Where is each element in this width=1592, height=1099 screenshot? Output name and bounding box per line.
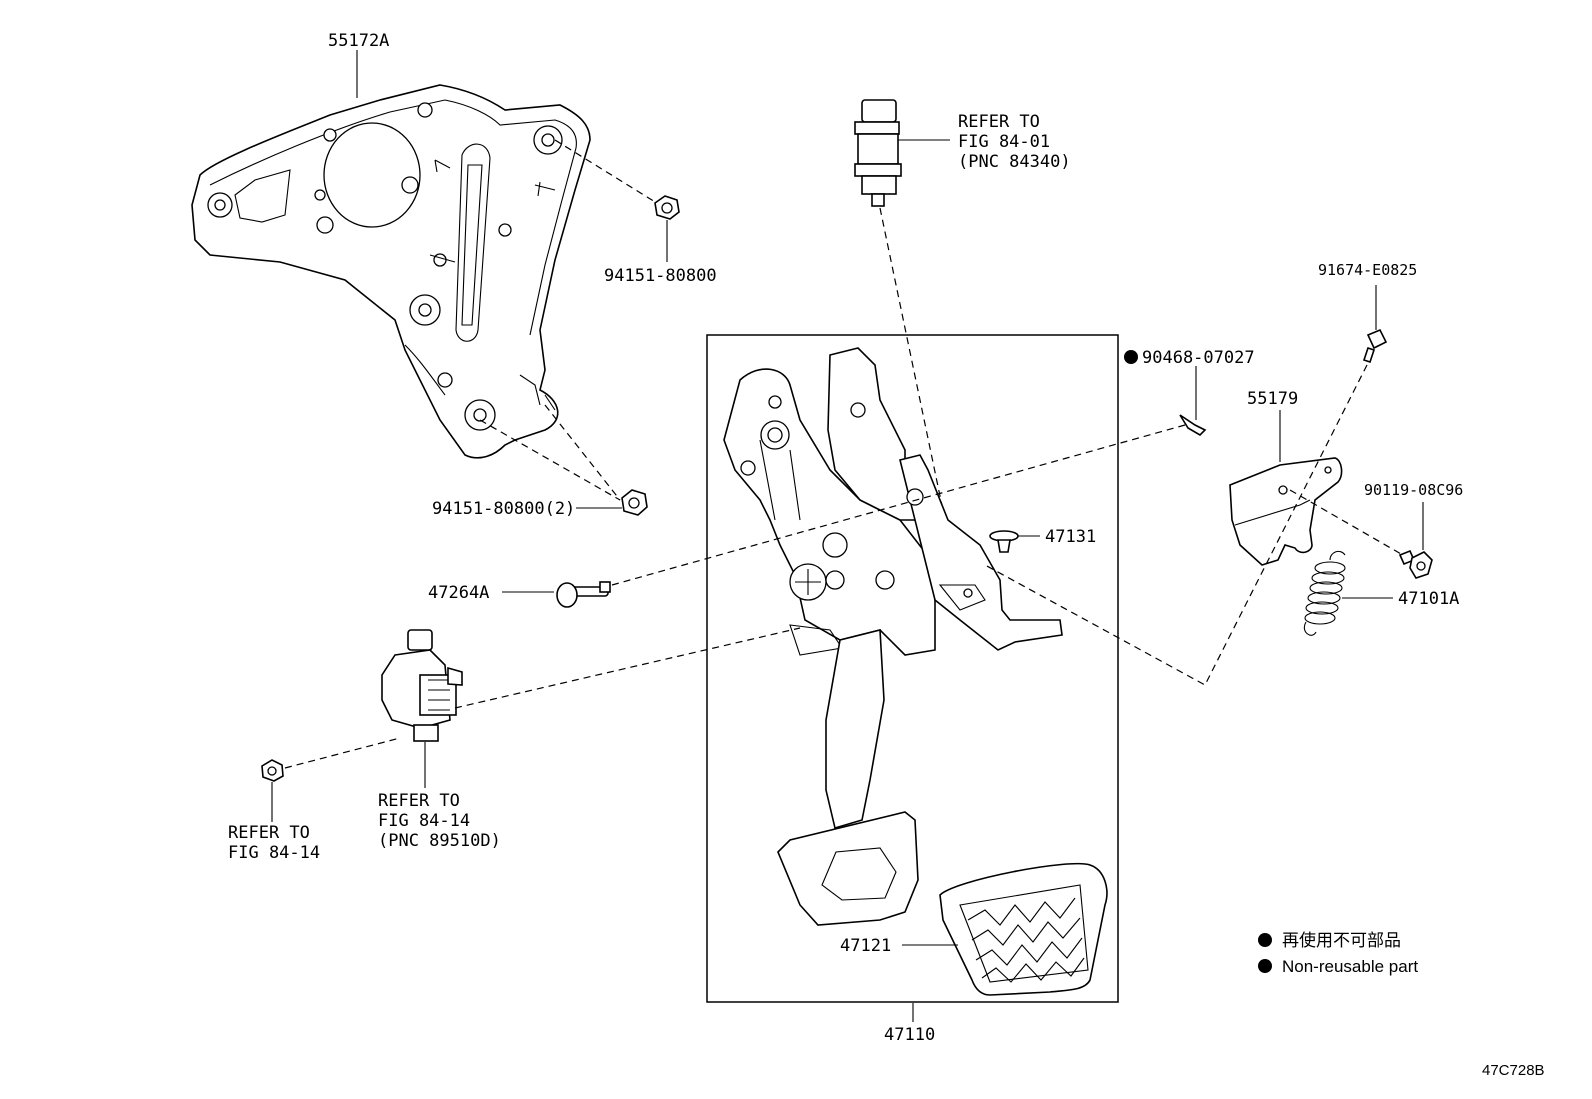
label-90119: 90119-08C96 xyxy=(1364,481,1463,499)
clip-47131 xyxy=(989,530,1040,553)
figure-code: 47C728B xyxy=(1482,1062,1545,1079)
legend-bullet xyxy=(1258,959,1272,973)
svg-text:FIG 84-01: FIG 84-01 xyxy=(958,132,1050,152)
spring-47101a xyxy=(1303,550,1393,636)
nut-94151-lower xyxy=(479,404,648,516)
label-47131: 47131 xyxy=(1045,527,1096,547)
label-55179: 55179 xyxy=(1247,389,1298,409)
label-47110: 47110 xyxy=(884,1025,935,1045)
bolt-91674 xyxy=(984,285,1388,686)
svg-text:REFER TO: REFER TO xyxy=(378,791,460,811)
label-94151-upper: 94151-80800 xyxy=(604,266,717,286)
label-94151-lower: 94151-80800(2) xyxy=(432,499,575,519)
label-47101a: 47101A xyxy=(1398,589,1459,609)
pin-47264a xyxy=(502,424,1186,608)
label-47121: 47121 xyxy=(840,936,891,956)
legend: 再使用不可部品 Non-reusable part xyxy=(1258,930,1418,976)
clip-90468 xyxy=(1124,350,1207,437)
pedal-sensor xyxy=(381,627,801,788)
bolt-90119 xyxy=(1289,489,1433,579)
label-47264a: 47264A xyxy=(428,583,489,603)
svg-text:FIG 84-14: FIG 84-14 xyxy=(378,811,470,831)
legend-english: Non-reusable part xyxy=(1282,957,1418,976)
label-55172a: 55172A xyxy=(328,31,389,51)
legend-bullet xyxy=(1258,933,1272,947)
legend-japanese: 再使用不可部品 xyxy=(1282,930,1401,950)
svg-text:(PNC 89510D): (PNC 89510D) xyxy=(378,831,501,851)
svg-text:REFER TO: REFER TO xyxy=(228,823,310,843)
nut-sensor xyxy=(261,737,401,822)
stop-lamp-switch xyxy=(854,99,950,521)
ref-nut: REFER TO FIG 84-14 xyxy=(228,823,320,863)
pedal-assembly-box xyxy=(706,334,1119,1003)
label-91674: 91674-E0825 xyxy=(1318,261,1417,279)
nut-94151-upper xyxy=(554,139,680,262)
non-reusable-mark xyxy=(1124,350,1138,364)
bracket-plate-55172a xyxy=(191,84,591,459)
svg-text:FIG 84-14: FIG 84-14 xyxy=(228,843,320,863)
label-90468: 90468-07027 xyxy=(1142,348,1255,368)
pedal-assembly-47110 xyxy=(723,347,1108,996)
ref-sensor: REFER TO FIG 84-14 (PNC 89510D) xyxy=(378,791,501,851)
ref-stop-lamp-switch: REFER TO FIG 84-01 (PNC 84340) xyxy=(958,112,1071,172)
svg-text:(PNC 84340): (PNC 84340) xyxy=(958,152,1071,172)
bracket-55179 xyxy=(1229,410,1343,566)
svg-text:REFER TO: REFER TO xyxy=(958,112,1040,132)
